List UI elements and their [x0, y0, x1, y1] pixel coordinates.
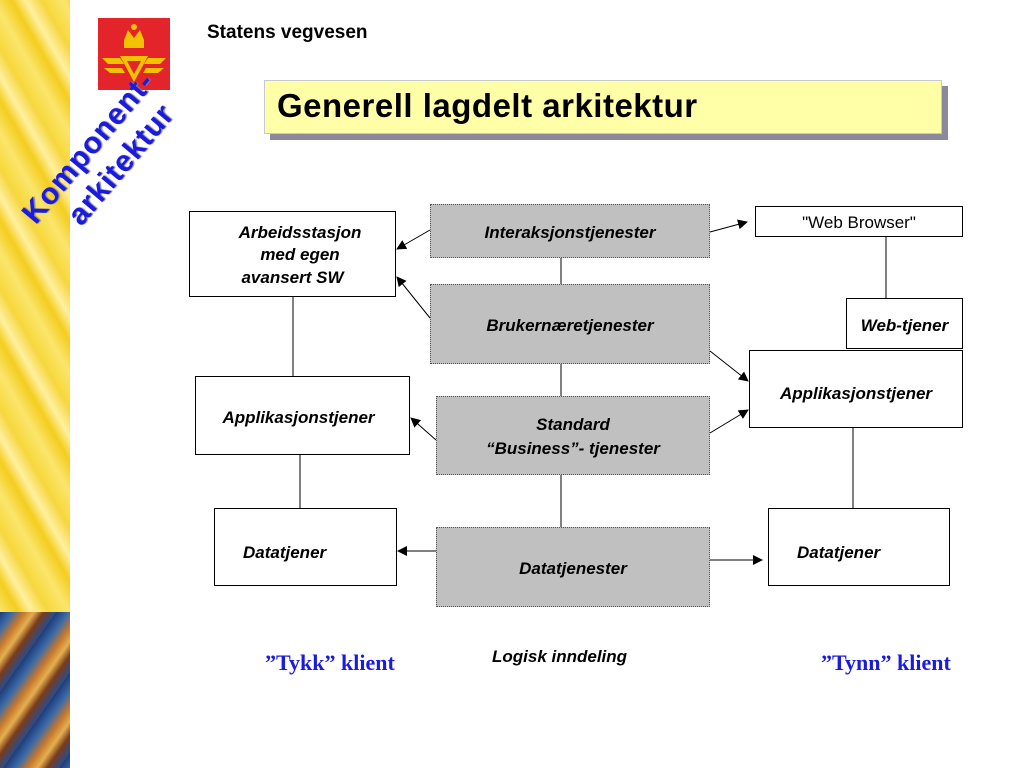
- layer-user-services: Brukernæretjenester: [430, 284, 710, 364]
- page-title: Generell lagdelt arkitektur: [277, 87, 698, 124]
- workstation-box: Arbeidsstasjon med egen avansert SW: [189, 211, 396, 297]
- layer-business: Standard “Business”- tjenester: [436, 396, 710, 475]
- layer-data-services-label: Datatjenester: [519, 559, 627, 578]
- left-data-server-box: Datatjener: [214, 508, 397, 586]
- layer-data-services: Datatjenester: [436, 527, 710, 607]
- layer-interaction: Interaksjonstjenester: [430, 204, 710, 258]
- workstation-label-line2: med egen: [260, 245, 340, 264]
- caption-thick-client: ”Tykk” klient: [265, 650, 395, 675]
- workstation-label-line1: Arbeidsstasjon: [238, 223, 362, 242]
- workstation-label-line3: avansert SW: [241, 268, 344, 287]
- left-data-server-label: Datatjener: [243, 543, 327, 562]
- organization-name: Statens vegvesen: [207, 22, 368, 43]
- caption-thin-client: ”Tynn” klient: [821, 650, 951, 675]
- left-app-server-label: Applikasjonstjener: [222, 408, 375, 427]
- layer-user-services-label: Brukernæretjenester: [486, 316, 654, 335]
- left-app-server-box: Applikasjonstjener: [195, 376, 410, 455]
- logo-icon: [98, 18, 170, 90]
- title-box: Generell lagdelt arkitektur: [264, 80, 942, 134]
- right-app-server-label: Applikasjonstjener: [779, 384, 933, 403]
- decorative-sidebar-bottom: [0, 612, 70, 768]
- web-server-label: Web-tjener: [860, 316, 949, 335]
- layer-business-label-line1: Standard: [536, 415, 610, 434]
- right-app-server-box: Applikasjonstjener: [749, 350, 963, 428]
- right-data-server-box: Datatjener: [768, 508, 950, 586]
- layer-business-label-line2: “Business”- tjenester: [486, 439, 660, 458]
- right-data-server-label: Datatjener: [797, 543, 881, 562]
- web-browser-label: "Web Browser": [802, 213, 916, 232]
- web-browser-box: "Web Browser": [755, 206, 963, 237]
- caption-logical: Logisk inndeling: [492, 647, 628, 666]
- web-server-box: Web-tjener: [846, 298, 963, 349]
- layer-interaction-label: Interaksjonstjenester: [484, 223, 656, 242]
